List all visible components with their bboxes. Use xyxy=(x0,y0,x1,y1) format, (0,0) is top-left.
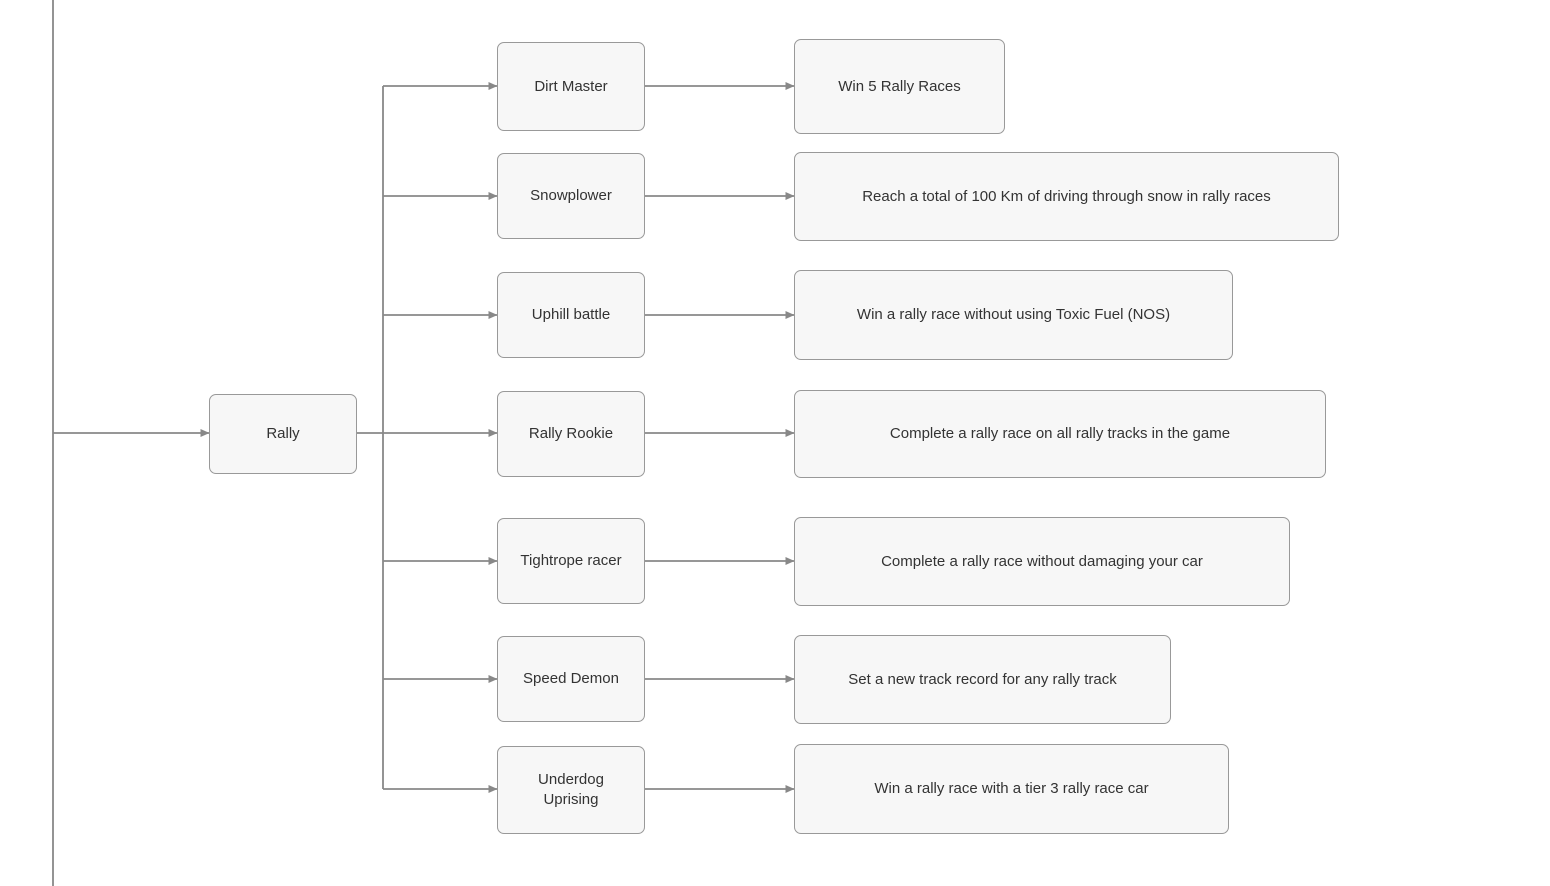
node-tightrope-racer[interactable]: Tightrope racer xyxy=(497,518,645,604)
node-dirt-master-goal[interactable]: Win 5 Rally Races xyxy=(794,39,1005,134)
node-rally-label: Rally xyxy=(266,425,300,442)
node-underdog-uprising[interactable]: Underdog Uprising xyxy=(497,746,645,834)
node-dirt-master-label: Dirt Master xyxy=(534,77,608,95)
node-uphill-battle-goal[interactable]: Win a rally race without using Toxic Fue… xyxy=(794,270,1233,360)
node-underdog-uprising-goal[interactable]: Win a rally race with a tier 3 rally rac… xyxy=(794,744,1229,834)
node-snowplower-goal-label: Reach a total of 100 Km of driving throu… xyxy=(862,187,1271,205)
node-uphill-battle-label: Uphill battle xyxy=(531,306,611,323)
node-snowplower-label: Snowplower xyxy=(530,187,612,204)
node-rally-rookie-label: Rally Rookie xyxy=(528,425,614,442)
node-dirt-master-goal-label: Win 5 Rally Races xyxy=(838,77,961,95)
node-speed-demon-goal[interactable]: Set a new track record for any rally tra… xyxy=(794,635,1171,724)
node-snowplower-goal[interactable]: Reach a total of 100 Km of driving throu… xyxy=(794,152,1339,241)
node-tightrope-racer-goal-label: Complete a rally race without damaging y… xyxy=(881,552,1203,570)
node-rally-rookie-goal[interactable]: Complete a rally race on all rally track… xyxy=(794,390,1326,478)
node-dirt-master[interactable]: Dirt Master xyxy=(497,42,645,131)
node-tightrope-racer-label: Tightrope racer xyxy=(520,552,622,569)
node-uphill-battle-goal-label: Win a rally race without using Toxic Fue… xyxy=(856,306,1171,323)
node-rally-rookie[interactable]: Rally Rookie xyxy=(497,391,645,477)
node-snowplower[interactable]: Snowplower xyxy=(497,153,645,239)
node-underdog-uprising-label: Underdog Uprising xyxy=(538,771,604,808)
node-speed-demon[interactable]: Speed Demon xyxy=(497,636,645,722)
node-uphill-battle[interactable]: Uphill battle xyxy=(497,272,645,358)
node-underdog-uprising-goal-label: Win a rally race with a tier 3 rally rac… xyxy=(874,780,1149,797)
edges-group xyxy=(52,0,795,886)
node-rally-rookie-goal-label: Complete a rally race on all rally track… xyxy=(889,425,1231,442)
node-speed-demon-goal-label: Set a new track record for any rally tra… xyxy=(848,670,1117,688)
node-rally[interactable]: Rally xyxy=(209,394,357,474)
node-speed-demon-label: Speed Demon xyxy=(523,670,619,687)
node-tightrope-racer-goal[interactable]: Complete a rally race without damaging y… xyxy=(794,517,1290,606)
